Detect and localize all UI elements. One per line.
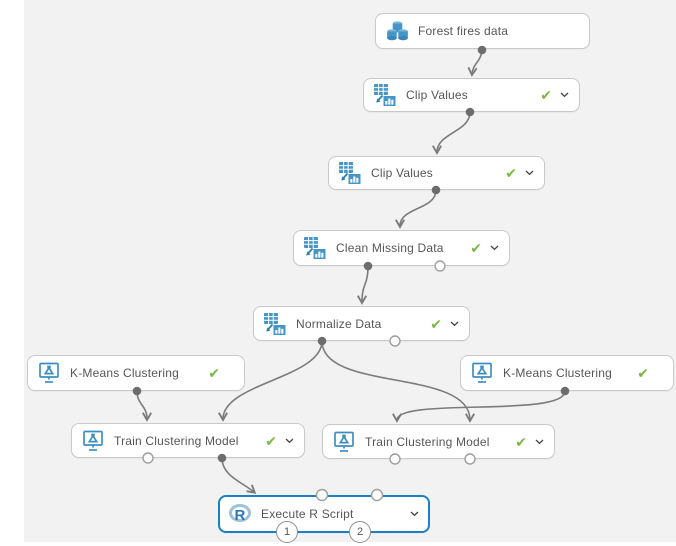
- chevron-down-icon[interactable]: [560, 92, 569, 98]
- node-label: Clean Missing Data: [336, 241, 444, 255]
- node-kmeans-clustering-left[interactable]: K-Means Clustering ✔: [27, 355, 245, 391]
- chevron-down-icon[interactable]: [285, 438, 294, 444]
- node-clip-values-1[interactable]: Clip Values ✔: [363, 78, 580, 112]
- node-label: Clip Values: [371, 166, 434, 180]
- node-clip-values-2[interactable]: Clip Values ✔: [328, 156, 545, 190]
- dataset-icon: [385, 19, 409, 43]
- node-execute-r-script[interactable]: R Execute R Script 1 2: [218, 495, 430, 543]
- node-label: K-Means Clustering: [70, 366, 179, 380]
- status-check-icon: ✔: [430, 315, 442, 332]
- node-label: Train Clustering Model: [114, 433, 239, 448]
- transform-icon: [373, 83, 397, 107]
- ml-model-icon: [332, 430, 356, 454]
- node-label: K-Means Clustering: [503, 366, 612, 380]
- status-check-icon: ✔: [470, 240, 482, 256]
- node-kmeans-clustering-right[interactable]: K-Means Clustering ✔: [460, 355, 674, 391]
- output-port-1[interactable]: 1: [276, 521, 298, 543]
- chevron-down-icon[interactable]: [490, 245, 499, 251]
- svg-text:R: R: [235, 507, 246, 524]
- status-check-icon: ✔: [505, 165, 517, 181]
- status-check-icon: ✔: [637, 365, 649, 381]
- status-check-icon: ✔: [515, 433, 527, 450]
- chevron-down-icon[interactable]: [450, 321, 459, 327]
- status-check-icon: ✔: [265, 432, 277, 449]
- node-train-clustering-left[interactable]: Train Clustering Model ✔: [71, 423, 305, 458]
- chevron-down-icon[interactable]: [535, 439, 544, 445]
- chevron-down-icon[interactable]: [410, 511, 419, 517]
- node-label: Normalize Data: [296, 316, 382, 331]
- node-label: Forest fires data: [418, 24, 509, 38]
- ml-model-icon: [470, 361, 494, 385]
- transform-icon: [263, 312, 287, 336]
- node-label: Execute R Script: [261, 507, 354, 521]
- output-port-2[interactable]: 2: [349, 521, 371, 543]
- status-check-icon: ✔: [540, 87, 552, 103]
- ml-model-icon: [81, 429, 105, 453]
- ml-model-icon: [37, 361, 61, 385]
- node-label: Train Clustering Model: [365, 434, 490, 449]
- node-train-clustering-right[interactable]: Train Clustering Model ✔: [322, 424, 555, 459]
- r-script-icon: R: [228, 502, 252, 526]
- node-normalize-data[interactable]: Normalize Data ✔: [253, 306, 470, 341]
- transform-icon: [303, 236, 327, 260]
- node-clean-missing-data[interactable]: Clean Missing Data ✔: [293, 230, 510, 266]
- transform-icon: [338, 161, 362, 185]
- chevron-down-icon[interactable]: [525, 170, 534, 176]
- status-check-icon: ✔: [208, 365, 220, 381]
- node-label: Clip Values: [406, 88, 469, 102]
- node-forest-fires-data[interactable]: Forest fires data: [375, 13, 590, 49]
